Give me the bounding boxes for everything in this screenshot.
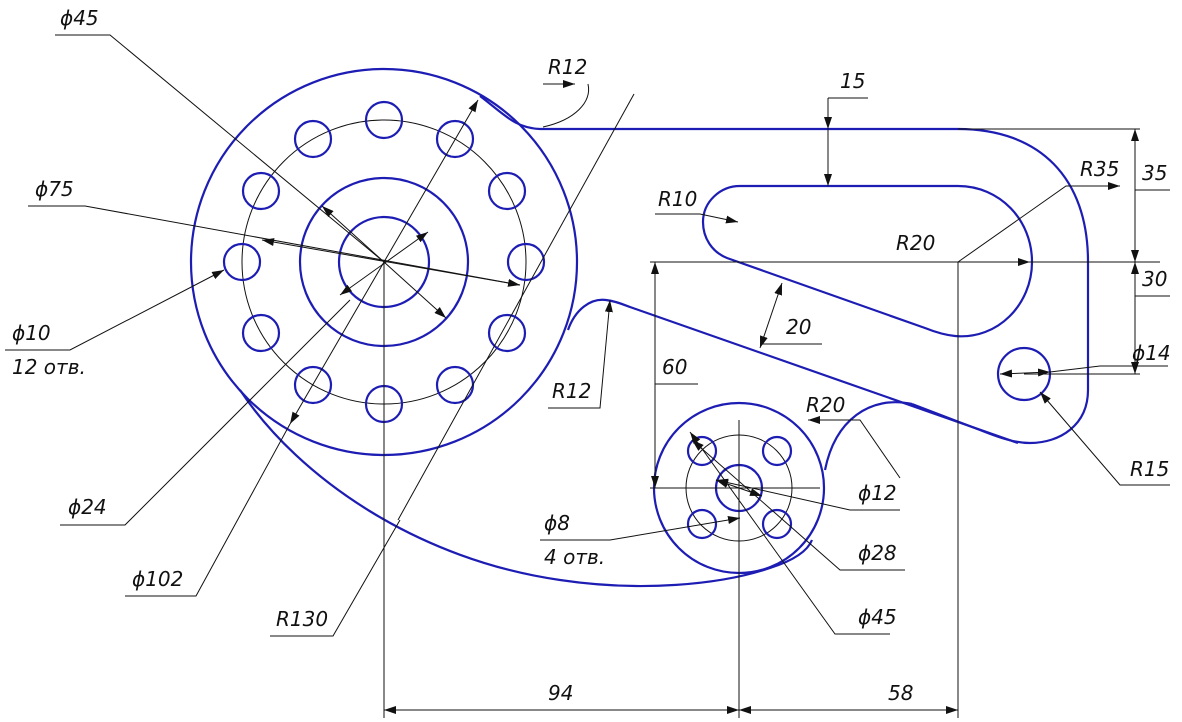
small-hole bbox=[761, 508, 793, 540]
label-15: 15 bbox=[840, 69, 865, 93]
small-hole bbox=[686, 508, 718, 540]
dimension-labels: ϕ45 R12 15 R35 35 ϕ75 R10 R20 30 20 ϕ14 … bbox=[12, 6, 1171, 705]
label-radius-130: R130 bbox=[276, 607, 328, 631]
label-radius-35: R35 bbox=[1080, 157, 1119, 181]
label-diameter-24: ϕ24 bbox=[68, 495, 107, 519]
small-hole bbox=[761, 435, 793, 467]
label-diameter-28: ϕ28 bbox=[858, 541, 897, 565]
label-diameter-10: ϕ10 bbox=[12, 321, 51, 345]
label-diameter-12: ϕ12 bbox=[858, 481, 897, 505]
label-30: 30 bbox=[1142, 267, 1167, 291]
bolt-hole bbox=[241, 171, 281, 211]
label-35: 35 bbox=[1142, 161, 1167, 185]
bolt-hole bbox=[487, 313, 527, 353]
bolt-hole bbox=[487, 171, 527, 211]
small-holes-4 bbox=[686, 435, 793, 540]
slot bbox=[701, 184, 1034, 338]
label-60: 60 bbox=[662, 355, 687, 379]
label-4-holes: 4 отв. bbox=[544, 545, 605, 569]
label-20: 20 bbox=[786, 315, 811, 339]
label-diameter-8: ϕ8 bbox=[544, 511, 570, 535]
label-radius-10: R10 bbox=[658, 187, 697, 211]
label-radius-12-left: R12 bbox=[552, 379, 591, 403]
label-diameter-45-top: ϕ45 bbox=[60, 6, 99, 30]
construction-lines bbox=[383, 93, 1160, 718]
top-contour bbox=[479, 95, 1090, 445]
label-diameter-14: ϕ14 bbox=[1132, 341, 1171, 365]
label-diameter-45-small: ϕ45 bbox=[858, 605, 897, 629]
bolt-hole bbox=[222, 242, 262, 282]
dimension-lines bbox=[5, 34, 1170, 714]
bolt-hole bbox=[506, 242, 546, 282]
small-hole bbox=[686, 435, 718, 467]
bolt-hole bbox=[241, 313, 281, 353]
label-radius-20-slot: R20 bbox=[896, 231, 935, 255]
label-12-holes: 12 отв. bbox=[12, 355, 86, 379]
r20-hub-arc bbox=[823, 401, 913, 471]
label-diameter-102: ϕ102 bbox=[132, 567, 183, 591]
label-radius-20-hub: R20 bbox=[806, 393, 845, 417]
label-diameter-75: ϕ75 bbox=[35, 177, 74, 201]
label-radius-12-top: R12 bbox=[548, 55, 587, 79]
label-58: 58 bbox=[888, 681, 913, 705]
label-radius-15: R15 bbox=[1130, 457, 1169, 481]
label-94: 94 bbox=[548, 681, 573, 705]
part-outline bbox=[189, 67, 1090, 588]
r130-lower-arc bbox=[239, 389, 814, 588]
